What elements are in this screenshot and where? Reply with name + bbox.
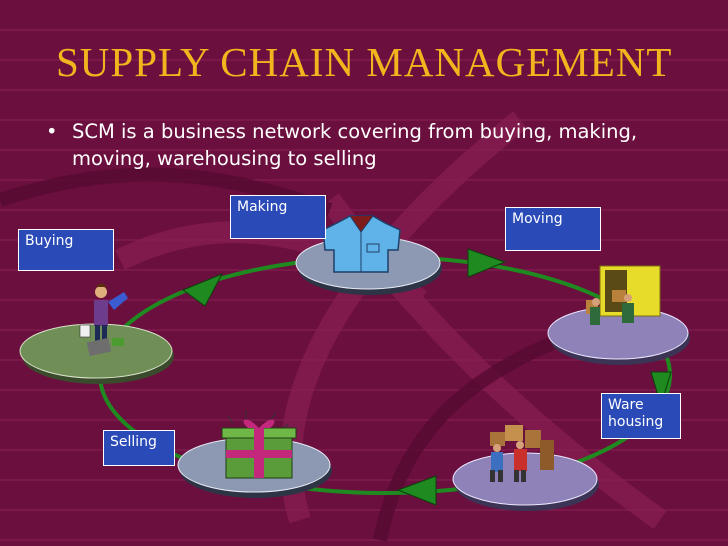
platform-moving [547, 306, 690, 365]
gift-box-icon [221, 410, 297, 479]
arrow-warehousing-to-selling [396, 475, 437, 506]
shopper-icon [79, 283, 128, 357]
label-warehousing: Ware housing [601, 393, 681, 439]
label-buying: Buying [18, 229, 114, 271]
label-moving: Moving [505, 207, 601, 251]
bullet-text: SCM is a business network covering from … [72, 120, 638, 170]
arrow-making-to-moving [467, 248, 507, 278]
label-making: Making [230, 195, 326, 239]
bullet-dot: • [46, 120, 58, 143]
slide-title: SUPPLY CHAIN MANAGEMENT [56, 39, 673, 85]
arrow-moving-to-warehousing [650, 371, 672, 407]
label-selling: Selling [103, 430, 175, 466]
warehouse-workers-icon [490, 425, 554, 482]
arrow-buying-to-making [181, 273, 224, 307]
shirt-icon [322, 215, 401, 273]
delivery-truck-icon [586, 265, 661, 325]
